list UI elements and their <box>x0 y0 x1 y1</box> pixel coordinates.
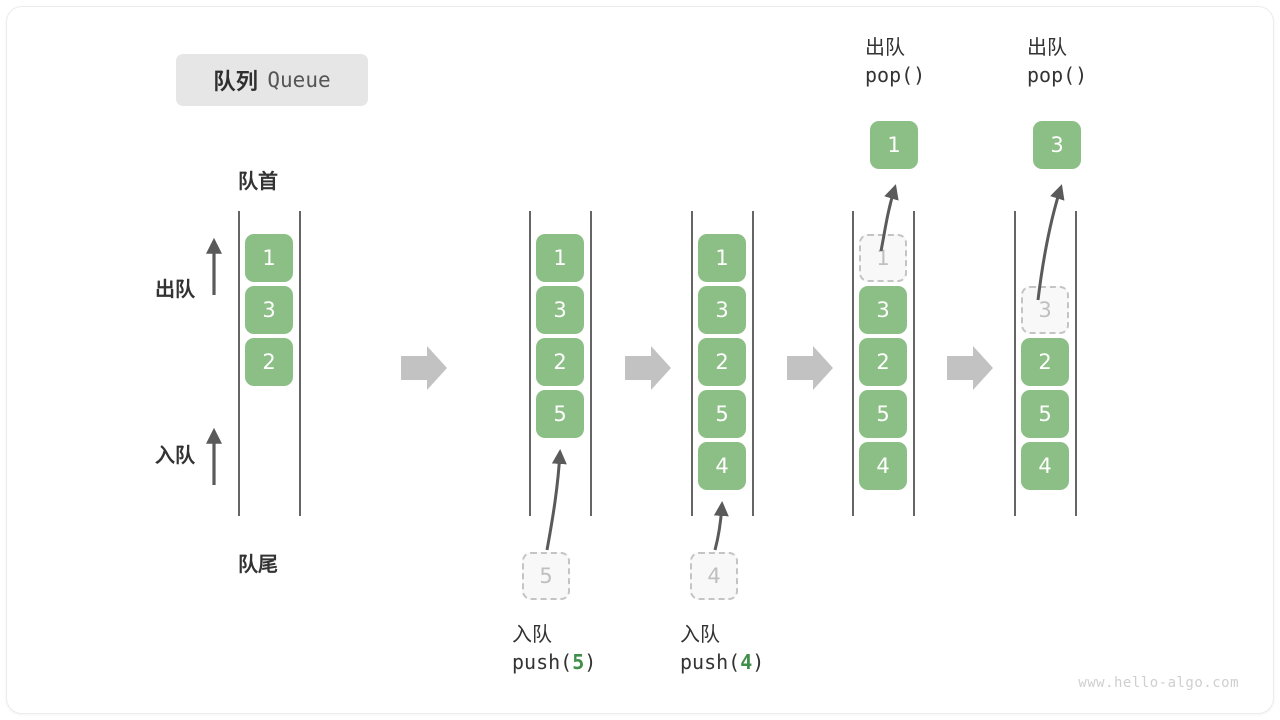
queue-cell: 5 <box>859 390 907 438</box>
diagram-title-badge: 队列 Queue <box>176 54 368 106</box>
queue-cell-new: 5 <box>536 390 584 438</box>
queue-head-label: 队首 <box>238 171 278 193</box>
caption-cn: 出队 <box>1027 37 1067 59</box>
rail-right-step-3 <box>752 211 754 516</box>
incoming-ghost-cell: 5 <box>522 552 570 600</box>
rail-right-step-2 <box>590 211 592 516</box>
caption-code: pop() <box>865 63 926 87</box>
queue-cell-new: 4 <box>698 442 746 490</box>
queue-cell: 3 <box>859 286 907 334</box>
title-label-en: Queue <box>267 68 331 92</box>
rail-left-step-4 <box>852 211 854 516</box>
queue-diagram-canvas: 队列 Queue 队首 队尾 出队 入队 1 3 2 1 3 2 5 5 入队 … <box>6 6 1274 714</box>
rail-left-step-3 <box>691 211 693 516</box>
pop-3-motion-arrow <box>1036 184 1065 301</box>
queue-cell: 2 <box>698 338 746 386</box>
step-transition-arrow <box>787 346 833 390</box>
rail-left-step-2 <box>529 211 531 516</box>
step-caption-push-4: 入队 push(4) <box>680 622 764 676</box>
queue-cell: 2 <box>859 338 907 386</box>
step-caption-push-5: 入队 push(5) <box>512 622 596 676</box>
push-4-motion-arrow <box>713 501 729 551</box>
push-5-motion-arrow <box>545 449 567 551</box>
popped-cell: 3 <box>1033 121 1081 169</box>
incoming-ghost-cell: 4 <box>690 552 738 600</box>
queue-cell: 3 <box>536 286 584 334</box>
caption-cn: 出队 <box>865 37 905 59</box>
enqueue-direction-label: 入队 <box>155 445 195 467</box>
step-transition-arrow <box>625 346 671 390</box>
rail-left-step-1 <box>238 211 240 516</box>
queue-cell: 4 <box>1021 442 1069 490</box>
step-transition-arrow <box>947 346 993 390</box>
outgoing-ghost-cell: 3 <box>1021 286 1069 334</box>
queue-cell: 3 <box>245 286 293 334</box>
step-transition-arrow <box>401 346 447 390</box>
queue-cell: 2 <box>536 338 584 386</box>
caption-cn: 入队 <box>680 624 720 646</box>
queue-cell: 2 <box>245 338 293 386</box>
queue-cell: 2 <box>1021 338 1069 386</box>
queue-cell: 1 <box>536 234 584 282</box>
step-caption-pop-1: 出队 pop() <box>865 35 925 89</box>
queue-cell: 1 <box>245 234 293 282</box>
queue-cell: 1 <box>698 234 746 282</box>
outgoing-ghost-cell: 1 <box>859 234 907 282</box>
caption-cn: 入队 <box>512 624 552 646</box>
rail-right-step-5 <box>1075 211 1077 516</box>
rail-left-step-5 <box>1014 211 1016 516</box>
step-caption-pop-3: 出队 pop() <box>1027 35 1087 89</box>
caption-code: pop() <box>1027 63 1088 87</box>
arrow-overlay <box>206 184 1065 551</box>
queue-cell: 5 <box>698 390 746 438</box>
queue-cell: 4 <box>859 442 907 490</box>
rail-right-step-1 <box>299 211 301 516</box>
rail-right-step-4 <box>913 211 915 516</box>
watermark: www.hello-algo.com <box>1078 675 1239 691</box>
caption-code: push(5) <box>512 650 597 674</box>
queue-tail-label: 队尾 <box>238 554 278 576</box>
popped-cell: 1 <box>870 121 918 169</box>
dequeue-direction-label: 出队 <box>155 279 195 301</box>
caption-code: push(4) <box>680 650 765 674</box>
title-label-cn: 队列 <box>213 69 259 94</box>
queue-cell: 5 <box>1021 390 1069 438</box>
queue-cell: 3 <box>698 286 746 334</box>
